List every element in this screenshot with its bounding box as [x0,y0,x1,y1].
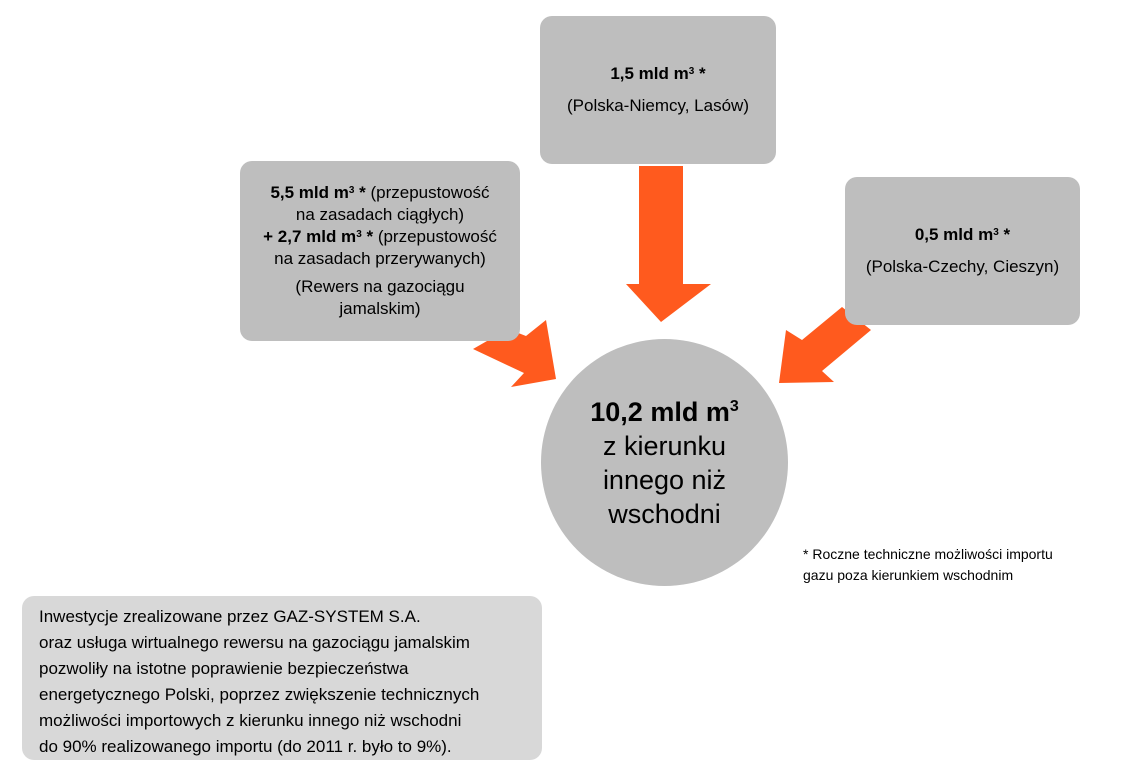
asterisk: * [361,227,374,246]
arrow-from-right [779,307,871,383]
source-box-polska-niemcy: 1,5 mld m3 * (Polska-Niemcy, Lasów) [540,16,776,164]
total-amount: 10,2 mld m [590,396,730,427]
info-box: Inwestycje zrealizowane przez GAZ-SYSTEM… [22,596,542,760]
asterisk: * [354,183,366,202]
source-amount-continuous: 5,5 mld m [270,183,349,202]
superscript: 3 [688,66,695,77]
source-box-polska-czechy: 0,5 mld m3 * (Polska-Czechy, Cieszyn) [845,177,1080,325]
footnote-line-1: * Roczne techniczne możliwości importu [803,546,1053,562]
total-line-3: innego niż [602,464,727,495]
note-interruptible-b: na zasadach przerywanych) [274,249,486,268]
info-line: oraz usługa wirtualnego rewersu na gazoc… [39,633,470,652]
note-continuous-a: (przepustowość [365,183,490,202]
info-line: pozwoliły na istotne poprawienie bezpiec… [39,659,409,678]
superscript: 3 [729,397,739,415]
total-line-4: wschodni [608,498,721,529]
source-amount: 1,5 mld m [610,64,689,83]
footnote-line-2: gazu poza kierunkiem wschodnim [803,567,1014,583]
source-description-1: (Rewers na gazociągu [295,277,465,296]
source-description: (Polska-Niemcy, Lasów) [566,96,749,115]
source-description: (Polska-Czechy, Cieszyn) [865,257,1060,276]
asterisk: * [694,64,706,83]
note-interruptible-a: (przepustowość [373,227,497,246]
info-line: do 90% realizowanego importu (do 2011 r.… [39,737,452,756]
asterisk: * [998,225,1011,244]
arrow-from-left [473,320,556,387]
source-amount-interruptible: + 2,7 mld m [263,227,357,246]
info-line: możliwości importowych z kierunku innego… [39,711,462,730]
info-line: Inwestycje zrealizowane przez GAZ-SYSTEM… [39,607,421,626]
source-amount: 0,5 mld m [914,225,994,244]
note-continuous-b: na zasadach ciągłych) [295,205,465,224]
superscript: 3 [993,227,999,238]
total-line-2: z kierunku [602,430,727,461]
superscript: 3 [348,185,355,196]
info-line: energetycznego Polski, poprzez zwiększen… [39,685,480,704]
arrow-down [626,166,711,322]
source-description-2: jamalskim) [339,299,421,318]
total-capacity-circle: 10,2 mld m3 z kierunku innego niż wschod… [541,339,788,586]
footnote: * Roczne techniczne możliwości importu g… [803,544,1133,586]
source-box-rewers-jamal: 5,5 mld m3 * (przepustowość na zasadach … [240,161,520,341]
superscript: 3 [356,229,362,240]
